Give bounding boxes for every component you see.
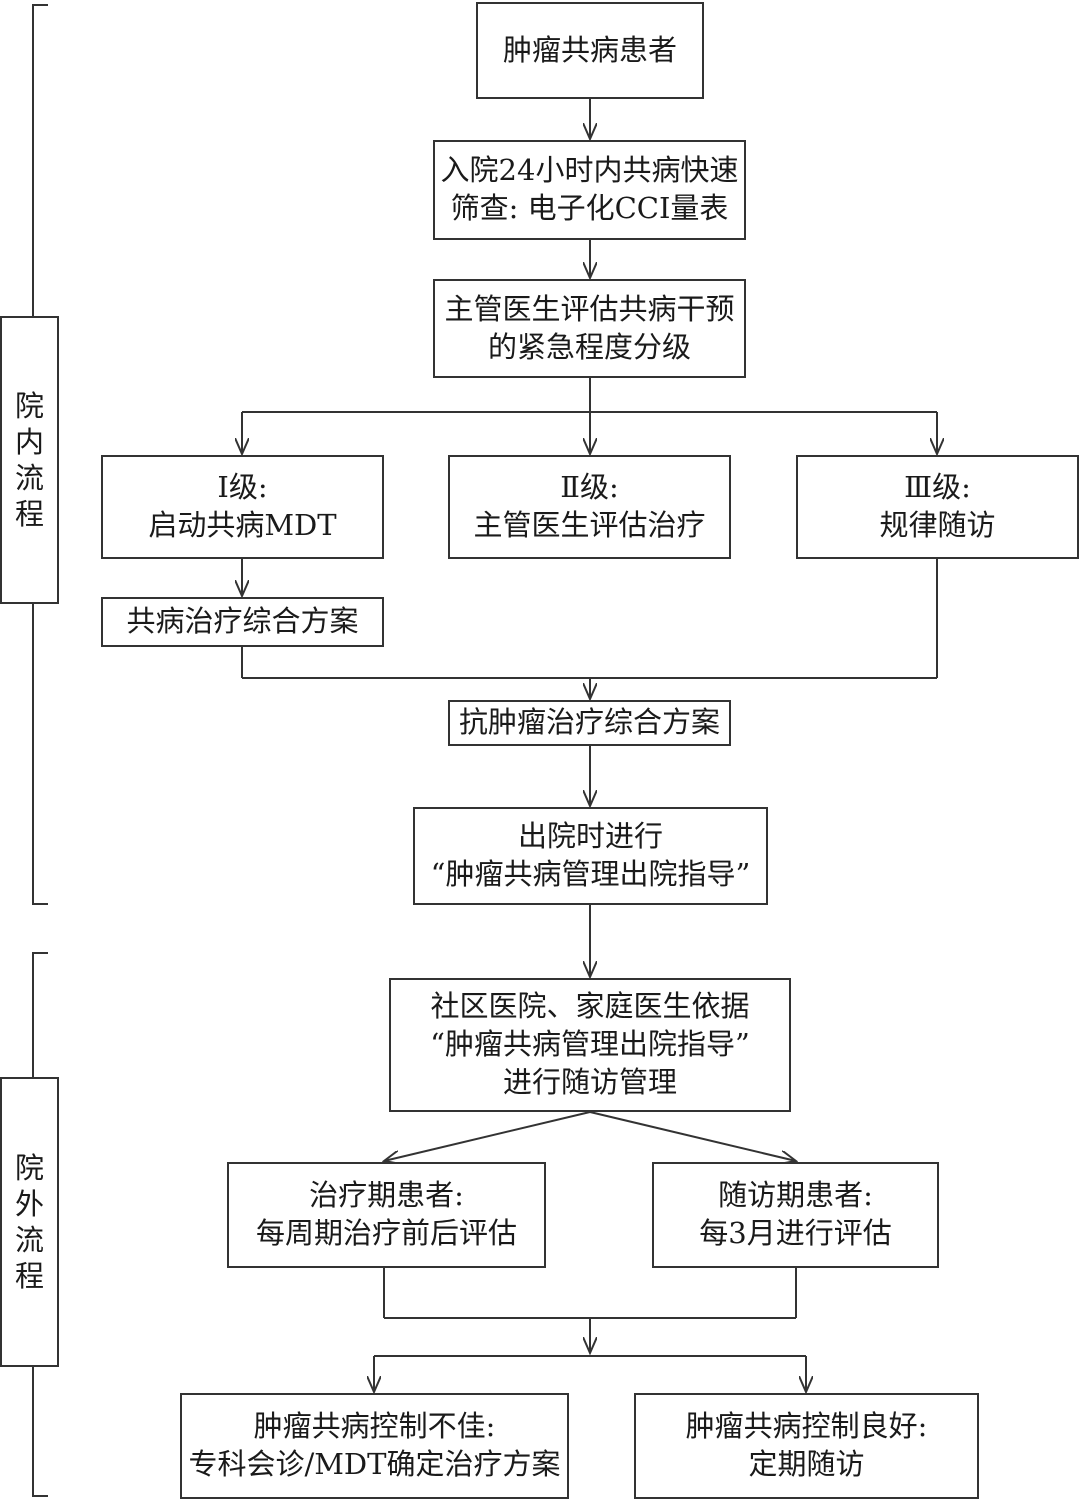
outpatient-label: 院 外 流 程 — [0, 1077, 59, 1367]
node-assessment: 主管医生评估共病干预 的紧急程度分级 — [433, 279, 746, 378]
node-treatment-period: 治疗期患者: 每周期治疗前后评估 — [227, 1162, 546, 1268]
node-poor-control: 肿瘤共病控制不佳: 专科会诊/MDT确定治疗方案 — [180, 1393, 569, 1499]
node-followup-period: 随访期患者: 每3月进行评估 — [652, 1162, 939, 1268]
inpatient-label: 院 内 流 程 — [0, 316, 59, 604]
node-level3: Ⅲ级: 规律随访 — [796, 455, 1079, 559]
node-comorbid-plan: 共病治疗综合方案 — [101, 597, 384, 647]
node-start: 肿瘤共病患者 — [476, 2, 704, 99]
arrow-community-followup — [589, 1111, 796, 1161]
node-level2: Ⅱ级: 主管医生评估治疗 — [448, 455, 731, 559]
arrow-community-treatment — [384, 1111, 591, 1161]
node-screening: 入院24小时内共病快速 筛查: 电子化CCI量表 — [433, 140, 746, 240]
node-good-control: 肿瘤共病控制良好: 定期随访 — [634, 1393, 979, 1499]
node-antitumor-plan: 抗肿瘤治疗综合方案 — [448, 700, 731, 746]
node-level1: Ⅰ级: 启动共病MDT — [101, 455, 384, 559]
node-community: 社区医院、家庭医生依据 “肿瘤共病管理出院指导” 进行随访管理 — [389, 978, 791, 1112]
node-discharge: 出院时进行 “肿瘤共病管理出院指导” — [413, 807, 768, 905]
